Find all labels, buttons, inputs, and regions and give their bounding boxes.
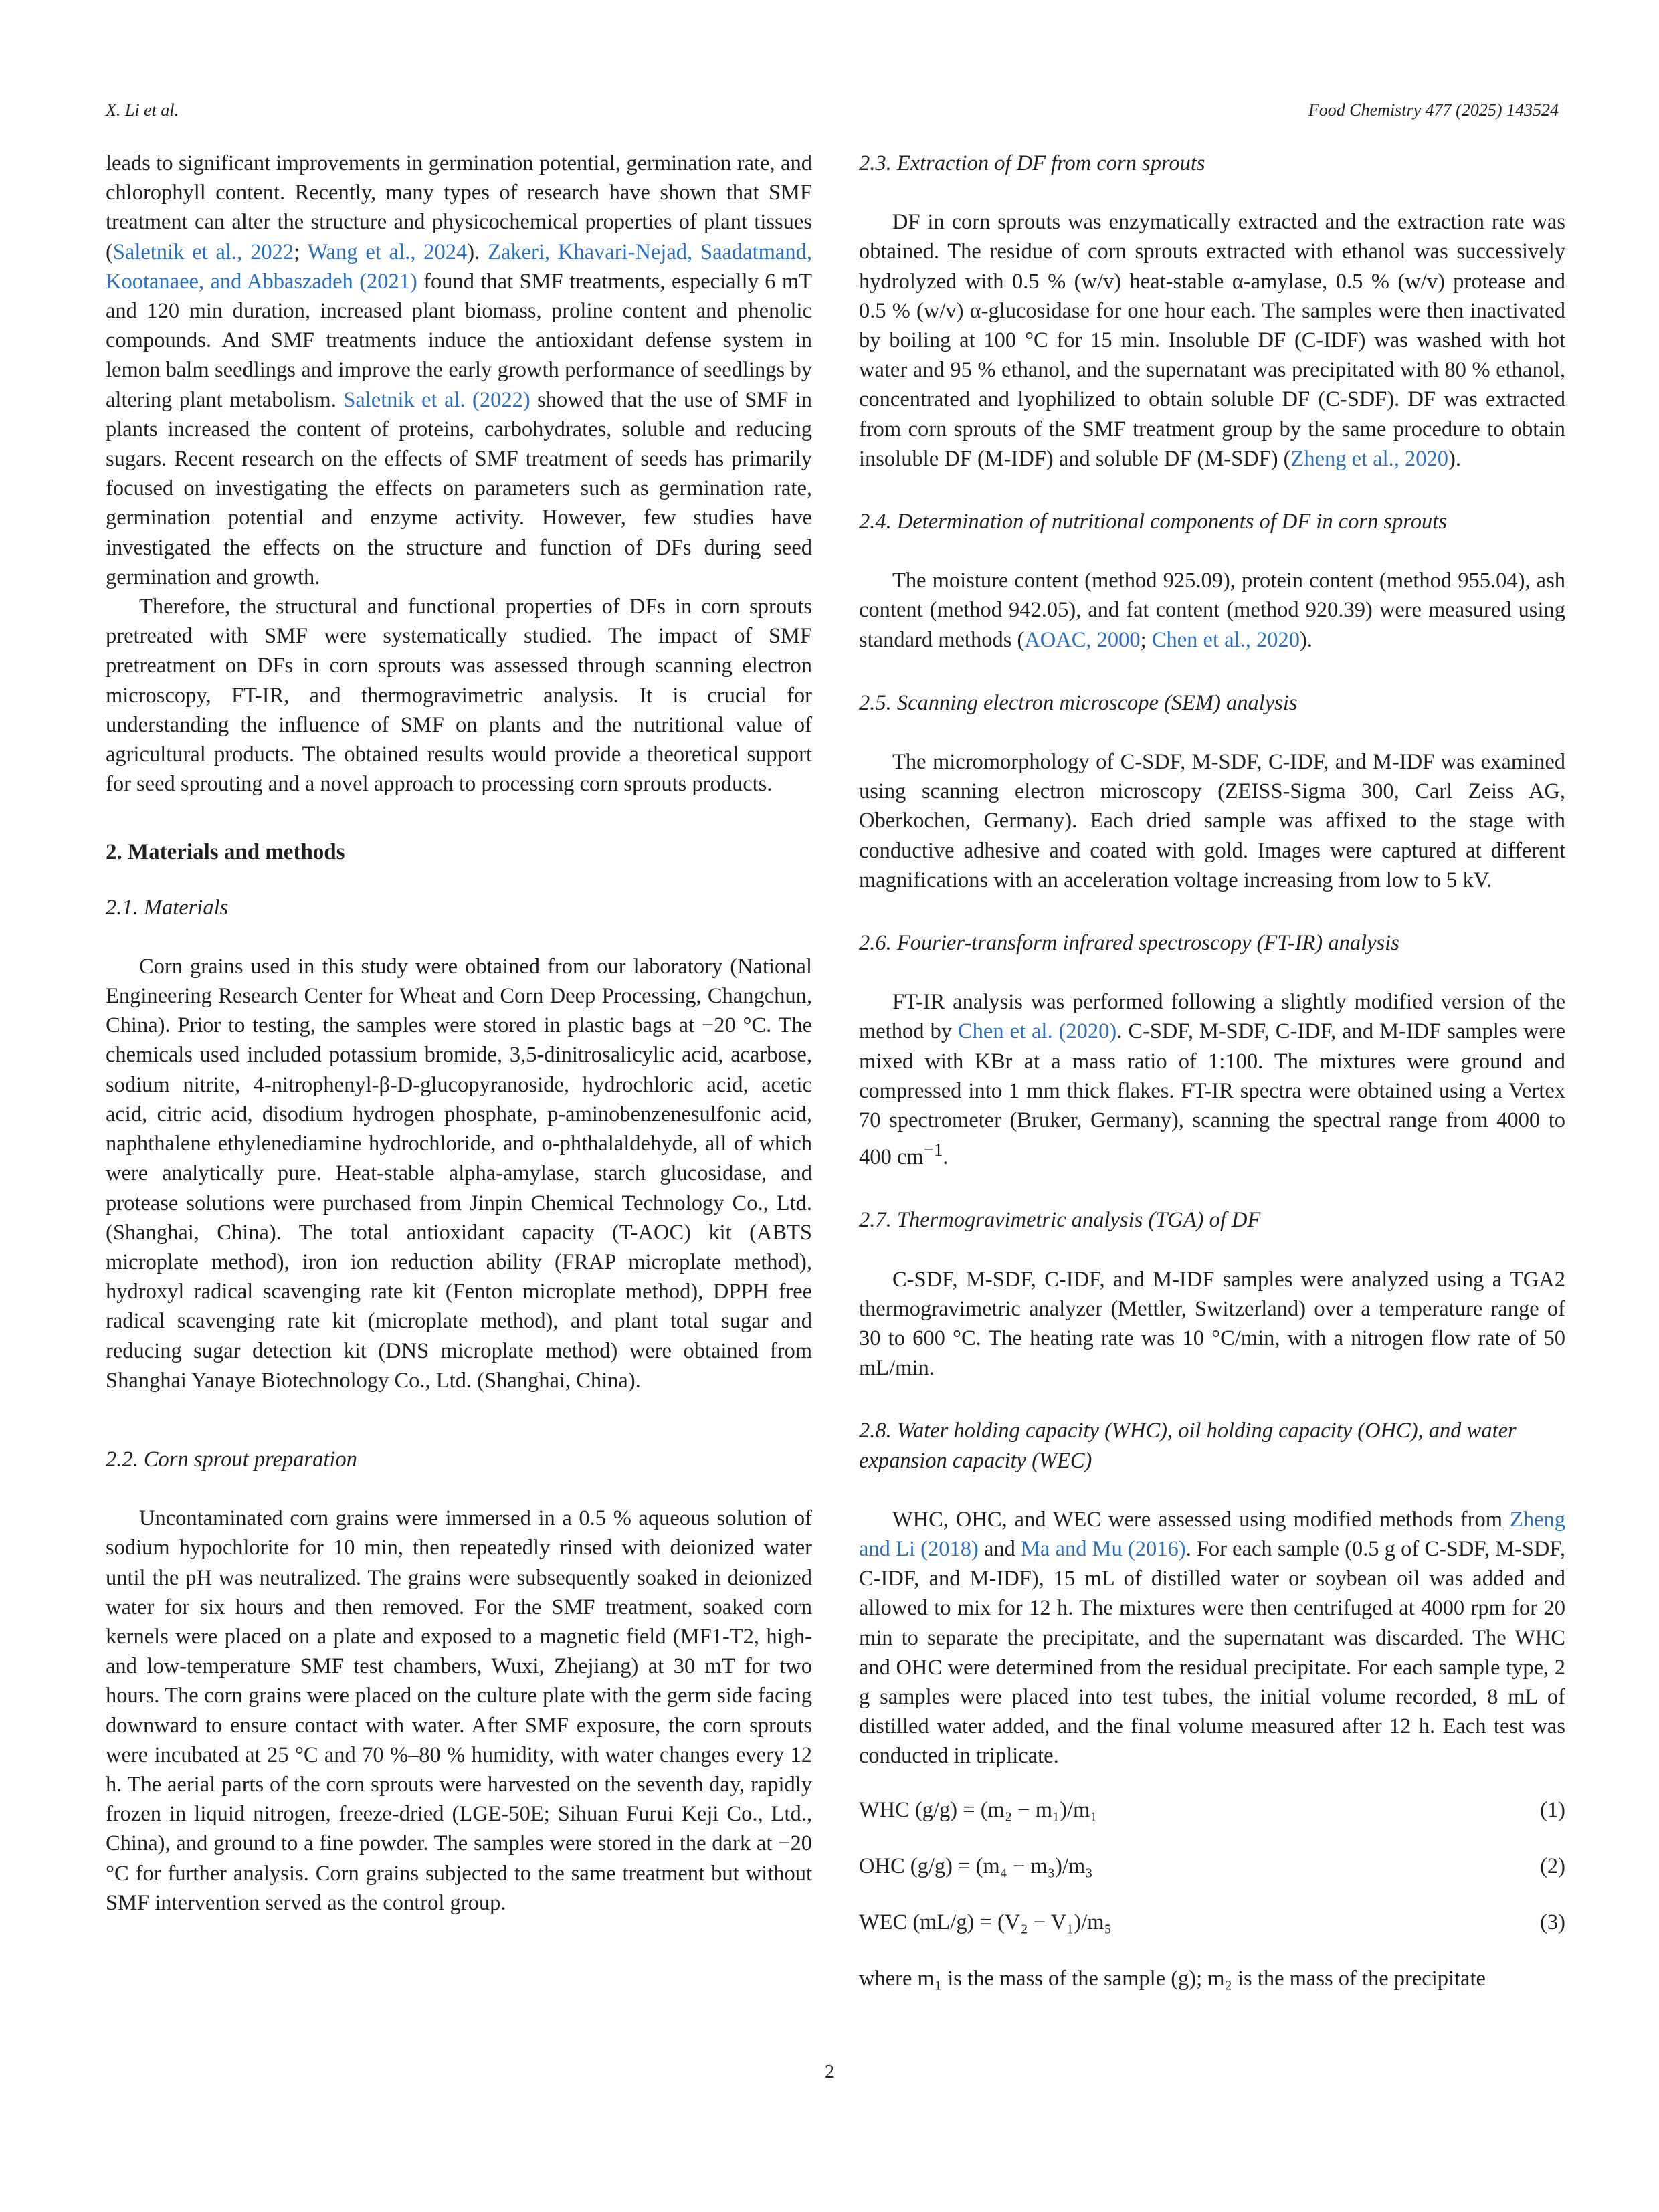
paragraph-intro-aims: Therefore, the structural and functional… (106, 595, 812, 797)
paragraph-sem: The micromorphology of C-SDF, M-SDF, C-I… (859, 750, 1565, 892)
citation-link[interactable]: Saletnik et al. (2022) (343, 387, 530, 412)
citation-link[interactable]: Wang et al., 2024 (307, 239, 468, 264)
equation-number: (2) (1540, 1853, 1565, 1878)
paragraph-sprout-preparation: Uncontaminated corn grains were immersed… (106, 1506, 812, 1915)
running-header-authors: X. Li et al. (106, 100, 179, 120)
citation-link[interactable]: Chen et al., 2020 (1151, 627, 1300, 652)
citation-link[interactable]: Zheng and Li (2018) (859, 1507, 1565, 1561)
paragraph-whc-ohc-wec: WHC, OHC, and WEC were assessed using mo… (859, 1507, 1565, 1769)
citation-link[interactable]: Chen et al. (2020) (957, 1019, 1117, 1044)
subsection-heading-2-8: 2.8. Water holding capacity (WHC), oil h… (859, 1419, 1517, 1473)
citation-link[interactable]: Zakeri, Khavari-Nejad, Saadatmand, Koota… (106, 239, 812, 294)
equation-3: WEC (mL/g) = (V₂ − V₁)/m₅ (3) (859, 1908, 1565, 1937)
running-header-journal: Food Chemistry 477 (2025) 143524 (1308, 100, 1559, 120)
subsection-heading-2-4: 2.4. Determination of nutritional compon… (859, 510, 1447, 534)
page-number: 2 (825, 2062, 834, 2082)
equation-expression: WEC (mL/g) = (V₂ − V₁)/m₅ (859, 1910, 1112, 1934)
subsection-heading-2-7: 2.7. Thermogravimetric analysis (TGA) of… (859, 1208, 1261, 1233)
equation-number: (3) (1540, 1910, 1565, 1934)
paragraph-intro-continued: leads to significant improvements in ger… (106, 151, 812, 589)
equation-number: (1) (1540, 1797, 1565, 1822)
equation-1: WHC (g/g) = (m₂ − m₁)/m₁ (1) (859, 1795, 1565, 1825)
paragraph-equation-definitions: where m₁ is the mass of the sample (g); … (859, 1967, 1486, 1991)
paragraph-df-extraction: DF in corn sprouts was enzymatically ext… (859, 210, 1565, 471)
paragraph-nutritional-components: The moisture content (method 925.09), pr… (859, 569, 1565, 652)
equation-expression: OHC (g/g) = (m₄ − m₃)/m₃ (859, 1853, 1093, 1878)
citation-link[interactable]: Ma and Mu (2016) (1021, 1536, 1186, 1561)
subsection-heading-2-3: 2.3. Extraction of DF from corn sprouts (859, 151, 1205, 175)
citation-link[interactable]: Zheng et al., 2020 (1290, 446, 1449, 471)
citation-link[interactable]: AOAC, 2000 (1024, 627, 1141, 652)
subsection-heading-2-2: 2.2. Corn sprout preparation (106, 1447, 357, 1472)
section-heading-2: 2. Materials and methods (106, 840, 345, 865)
equation-2: OHC (g/g) = (m₄ − m₃)/m₃ (2) (859, 1851, 1565, 1881)
equation-expression: WHC (g/g) = (m₂ − m₁)/m₁ (859, 1797, 1098, 1822)
subsection-heading-2-6: 2.6. Fourier-transform infrared spectros… (859, 931, 1399, 956)
right-column: 2.3. Extraction of DF from corn sprouts … (859, 148, 1565, 1993)
paragraph-ftir: FT-IR analysis was performed following a… (859, 990, 1566, 1170)
subsection-heading-2-1: 2.1. Materials (106, 895, 229, 920)
paragraph-tga: C-SDF, M-SDF, C-IDF, and M-IDF samples w… (859, 1267, 1565, 1381)
citation-link[interactable]: Saletnik et al., 2022 (112, 239, 294, 264)
paragraph-materials: Corn grains used in this study were obta… (106, 954, 812, 1393)
left-column: leads to significant improvements in ger… (106, 148, 812, 1918)
subsection-heading-2-5: 2.5. Scanning electron microscope (SEM) … (859, 690, 1298, 715)
